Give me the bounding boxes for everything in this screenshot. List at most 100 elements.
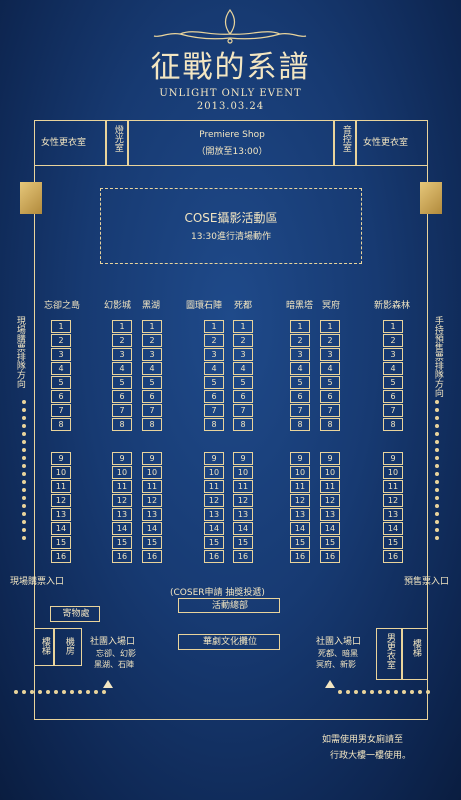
restroom-notice-line1: 如需使用男女廁請至 xyxy=(322,735,404,745)
seat-cell: 8 xyxy=(112,418,132,431)
seat-cell: 1 xyxy=(142,320,162,333)
group-label-3b: 死都 xyxy=(234,301,253,311)
event-date: 2013.03.24 xyxy=(196,101,265,112)
seat-cell: 8 xyxy=(204,418,224,431)
group-label-2a: 幻影城 xyxy=(104,301,132,311)
room-women-dressing-right: 女性更衣室 xyxy=(356,120,428,166)
path-dot xyxy=(30,690,34,694)
seat-cell: 9 xyxy=(290,452,310,465)
seat-cell: 10 xyxy=(112,466,132,479)
path-dot xyxy=(435,496,439,500)
path-dot xyxy=(435,536,439,540)
seat-cell: 15 xyxy=(290,536,310,549)
seat-cell: 15 xyxy=(204,536,224,549)
seat-cell: 2 xyxy=(142,334,162,347)
seat-cell: 11 xyxy=(320,480,340,493)
path-dot xyxy=(435,488,439,492)
club-entrance-right: 社團入場口 xyxy=(316,637,362,647)
path-dot xyxy=(22,472,26,476)
room-light: 燈光室 xyxy=(106,120,128,166)
seat-cell: 14 xyxy=(383,522,403,535)
group-label-4a: 暗黑塔 xyxy=(286,301,314,311)
path-dot xyxy=(22,520,26,524)
seat-cell: 2 xyxy=(233,334,253,347)
path-dot xyxy=(435,528,439,532)
cosplay-area-note: 13:30進行清場動作 xyxy=(191,232,271,242)
cloakroom: 寄物處 xyxy=(50,606,100,622)
seat-cell: 1 xyxy=(383,320,403,333)
seat-cell: 11 xyxy=(112,480,132,493)
seat-cell: 11 xyxy=(233,480,253,493)
seat-cell: 11 xyxy=(204,480,224,493)
seat-cell: 13 xyxy=(142,508,162,521)
path-dot xyxy=(435,440,439,444)
seat-cell: 10 xyxy=(320,466,340,479)
premiere-shop: Premiere Shop （開放至13:00） xyxy=(128,120,334,166)
seat-cell: 16 xyxy=(383,550,403,563)
seat-cell: 13 xyxy=(383,508,403,521)
path-dot xyxy=(46,690,50,694)
arrow-up-right xyxy=(325,680,335,688)
path-dot xyxy=(435,408,439,412)
seat-cell: 12 xyxy=(112,494,132,507)
seat-cell: 8 xyxy=(233,418,253,431)
event-hq: 活動總部 xyxy=(178,598,280,613)
stairs-left: 樓梯 xyxy=(34,628,54,666)
seat-cell: 7 xyxy=(290,404,310,417)
entrance-left-ticket: 現場購票入口 xyxy=(10,577,65,587)
path-dot xyxy=(22,440,26,444)
restroom-notice-line2: 行政大樓一樓使用。 xyxy=(330,751,412,761)
path-dot xyxy=(54,690,58,694)
seat-cell: 1 xyxy=(112,320,132,333)
cosplay-area-title: COSE攝影活動區 xyxy=(184,211,278,225)
seat-cell: 13 xyxy=(112,508,132,521)
machine-room-left: 機房 xyxy=(54,628,82,666)
seat-cell: 3 xyxy=(233,348,253,361)
seat-cell: 6 xyxy=(320,390,340,403)
seat-cell: 16 xyxy=(204,550,224,563)
seat-cell: 14 xyxy=(204,522,224,535)
seat-cell: 4 xyxy=(290,362,310,375)
seat-cell: 4 xyxy=(320,362,340,375)
seat-cell: 6 xyxy=(142,390,162,403)
path-dot xyxy=(435,480,439,484)
ornament-flourish xyxy=(153,8,307,44)
path-dot xyxy=(38,690,42,694)
path-dot xyxy=(435,432,439,436)
event-subtitle: UNLIGHT ONLY EVENT xyxy=(159,88,302,99)
group-label-5: 新影森林 xyxy=(374,301,411,311)
path-dot xyxy=(22,504,26,508)
seat-cell: 11 xyxy=(290,480,310,493)
seat-cell: 15 xyxy=(112,536,132,549)
seat-cell: 12 xyxy=(383,494,403,507)
seat-cell: 5 xyxy=(233,376,253,389)
seat-cell: 6 xyxy=(383,390,403,403)
men-dressing-room: 男更衣室 xyxy=(376,628,402,680)
seat-cell: 2 xyxy=(290,334,310,347)
seat-cell: 10 xyxy=(290,466,310,479)
path-dot xyxy=(22,528,26,532)
seat-cell: 12 xyxy=(142,494,162,507)
club-left-detail1: 忘卻、幻影 xyxy=(96,649,136,658)
path-dot xyxy=(394,690,398,694)
path-dot xyxy=(435,456,439,460)
seat-cell: 12 xyxy=(233,494,253,507)
path-dot xyxy=(22,536,26,540)
seat-cell: 15 xyxy=(142,536,162,549)
seat-cell: 4 xyxy=(204,362,224,375)
seat-cell: 13 xyxy=(290,508,310,521)
path-dot xyxy=(22,408,26,412)
seat-cell: 14 xyxy=(51,522,71,535)
path-dot xyxy=(435,512,439,516)
seat-cell: 13 xyxy=(233,508,253,521)
seat-cell: 15 xyxy=(51,536,71,549)
